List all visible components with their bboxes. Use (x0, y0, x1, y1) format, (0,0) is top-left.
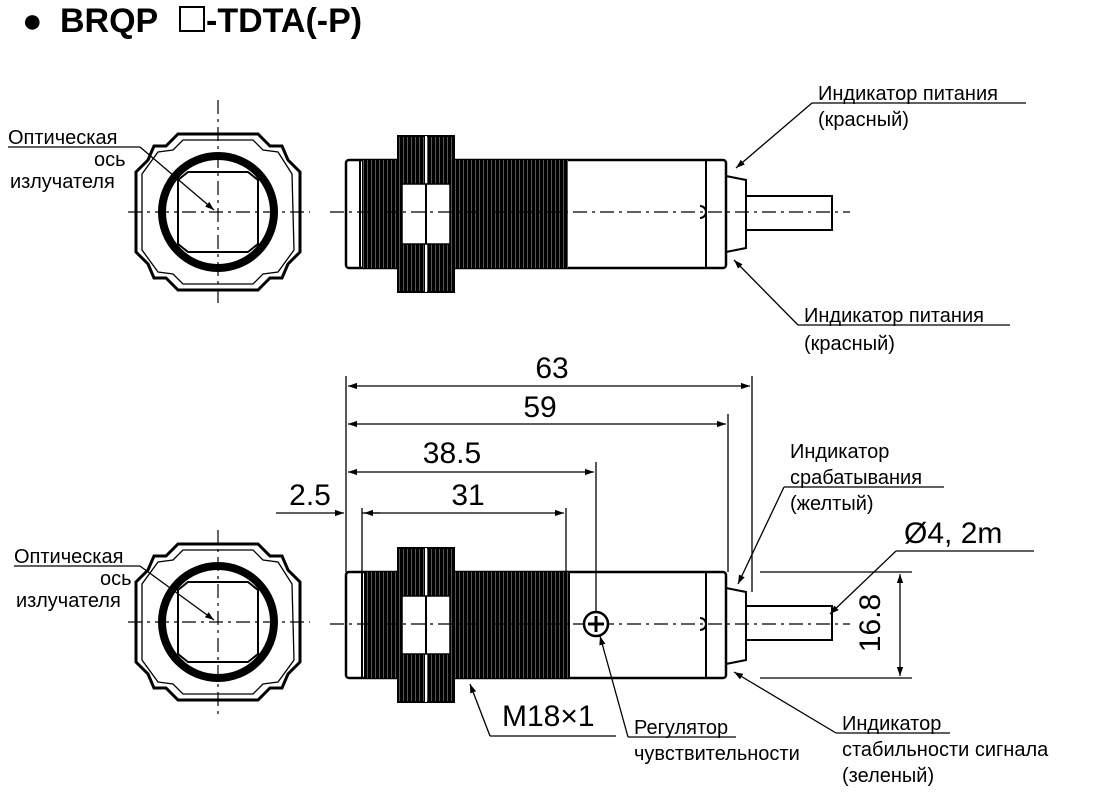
svg-text:(красный): (красный) (804, 333, 895, 355)
dim-cable: Ø4, 2m (829, 517, 1034, 615)
svg-text:излучателя: излучателя (16, 590, 121, 612)
side-view-bottom (330, 547, 850, 703)
svg-text:чувствительности: чувствительности (634, 743, 800, 765)
svg-text:(красный): (красный) (818, 109, 909, 131)
svg-text:Оптическая: Оптическая (14, 546, 123, 568)
title-bullet: ● (22, 2, 43, 40)
svg-text:Индикатор: Индикатор (790, 441, 889, 463)
side-view-top (330, 135, 850, 293)
svg-text:излучателя: излучателя (10, 171, 115, 193)
svg-text:ось: ось (94, 149, 126, 171)
dim-adjuster: 38.5 (348, 437, 594, 476)
dim-thread: 31 (364, 479, 564, 517)
svg-text:Ø4, 2m: Ø4, 2m (904, 517, 1002, 550)
extension-lines (345, 376, 912, 679)
svg-text:ось: ось (100, 568, 132, 590)
sensitivity-screw (582, 610, 610, 638)
svg-text:38.5: 38.5 (423, 437, 481, 470)
operation-indicator-callout: Индикатор срабатывания (желтый) (737, 441, 944, 585)
svg-text:(зеленый): (зеленый) (842, 765, 934, 787)
svg-text:M18×1: M18×1 (502, 700, 595, 733)
emitter-axis-label-top: Оптическая ось излучателя (8, 127, 215, 211)
svg-text:срабатывания: срабатывания (790, 467, 922, 489)
svg-text:стабильности сигнала: стабильности сигнала (842, 739, 1049, 761)
dim-thread-spec: M18×1 (469, 683, 616, 737)
svg-text:2.5: 2.5 (289, 479, 331, 512)
page-title: ● BRQP -TDTA(-P) (22, 2, 362, 40)
model-placeholder-box (179, 6, 205, 32)
title-suffix: -TDTA(-P) (206, 2, 362, 40)
power-indicator-bottom-callout: Индикатор питания (красный) (733, 259, 1010, 355)
power-indicator-top-callout: Индикатор питания (красный) (735, 83, 1026, 169)
dim-height: 16.8 (854, 574, 904, 676)
dim-front: 2.5 (276, 479, 380, 517)
svg-text:Оптическая: Оптическая (8, 127, 117, 149)
svg-text:Регулятор: Регулятор (634, 717, 728, 739)
svg-text:Индикатор: Индикатор (842, 713, 941, 735)
svg-text:59: 59 (523, 391, 556, 424)
front-face-top (128, 100, 310, 308)
svg-text:Индикатор питания: Индикатор питания (818, 83, 998, 105)
svg-text:63: 63 (535, 352, 568, 385)
title-prefix: BRQP (60, 2, 158, 40)
svg-text:(желтый): (желтый) (790, 493, 874, 515)
svg-text:Индикатор питания: Индикатор питания (804, 305, 984, 327)
emitter-axis-label-bottom: Оптическая ось излучателя (14, 546, 215, 621)
sensitivity-adjuster-callout: Регулятор чувствительности (599, 635, 800, 765)
dim-overall: 63 (348, 352, 750, 390)
front-face-bottom (128, 530, 310, 718)
stability-indicator-callout: Индикатор стабильности сигнала (зеленый) (733, 671, 1049, 787)
svg-text:16.8: 16.8 (854, 594, 887, 652)
dim-body: 59 (348, 391, 726, 428)
svg-text:31: 31 (451, 479, 484, 512)
